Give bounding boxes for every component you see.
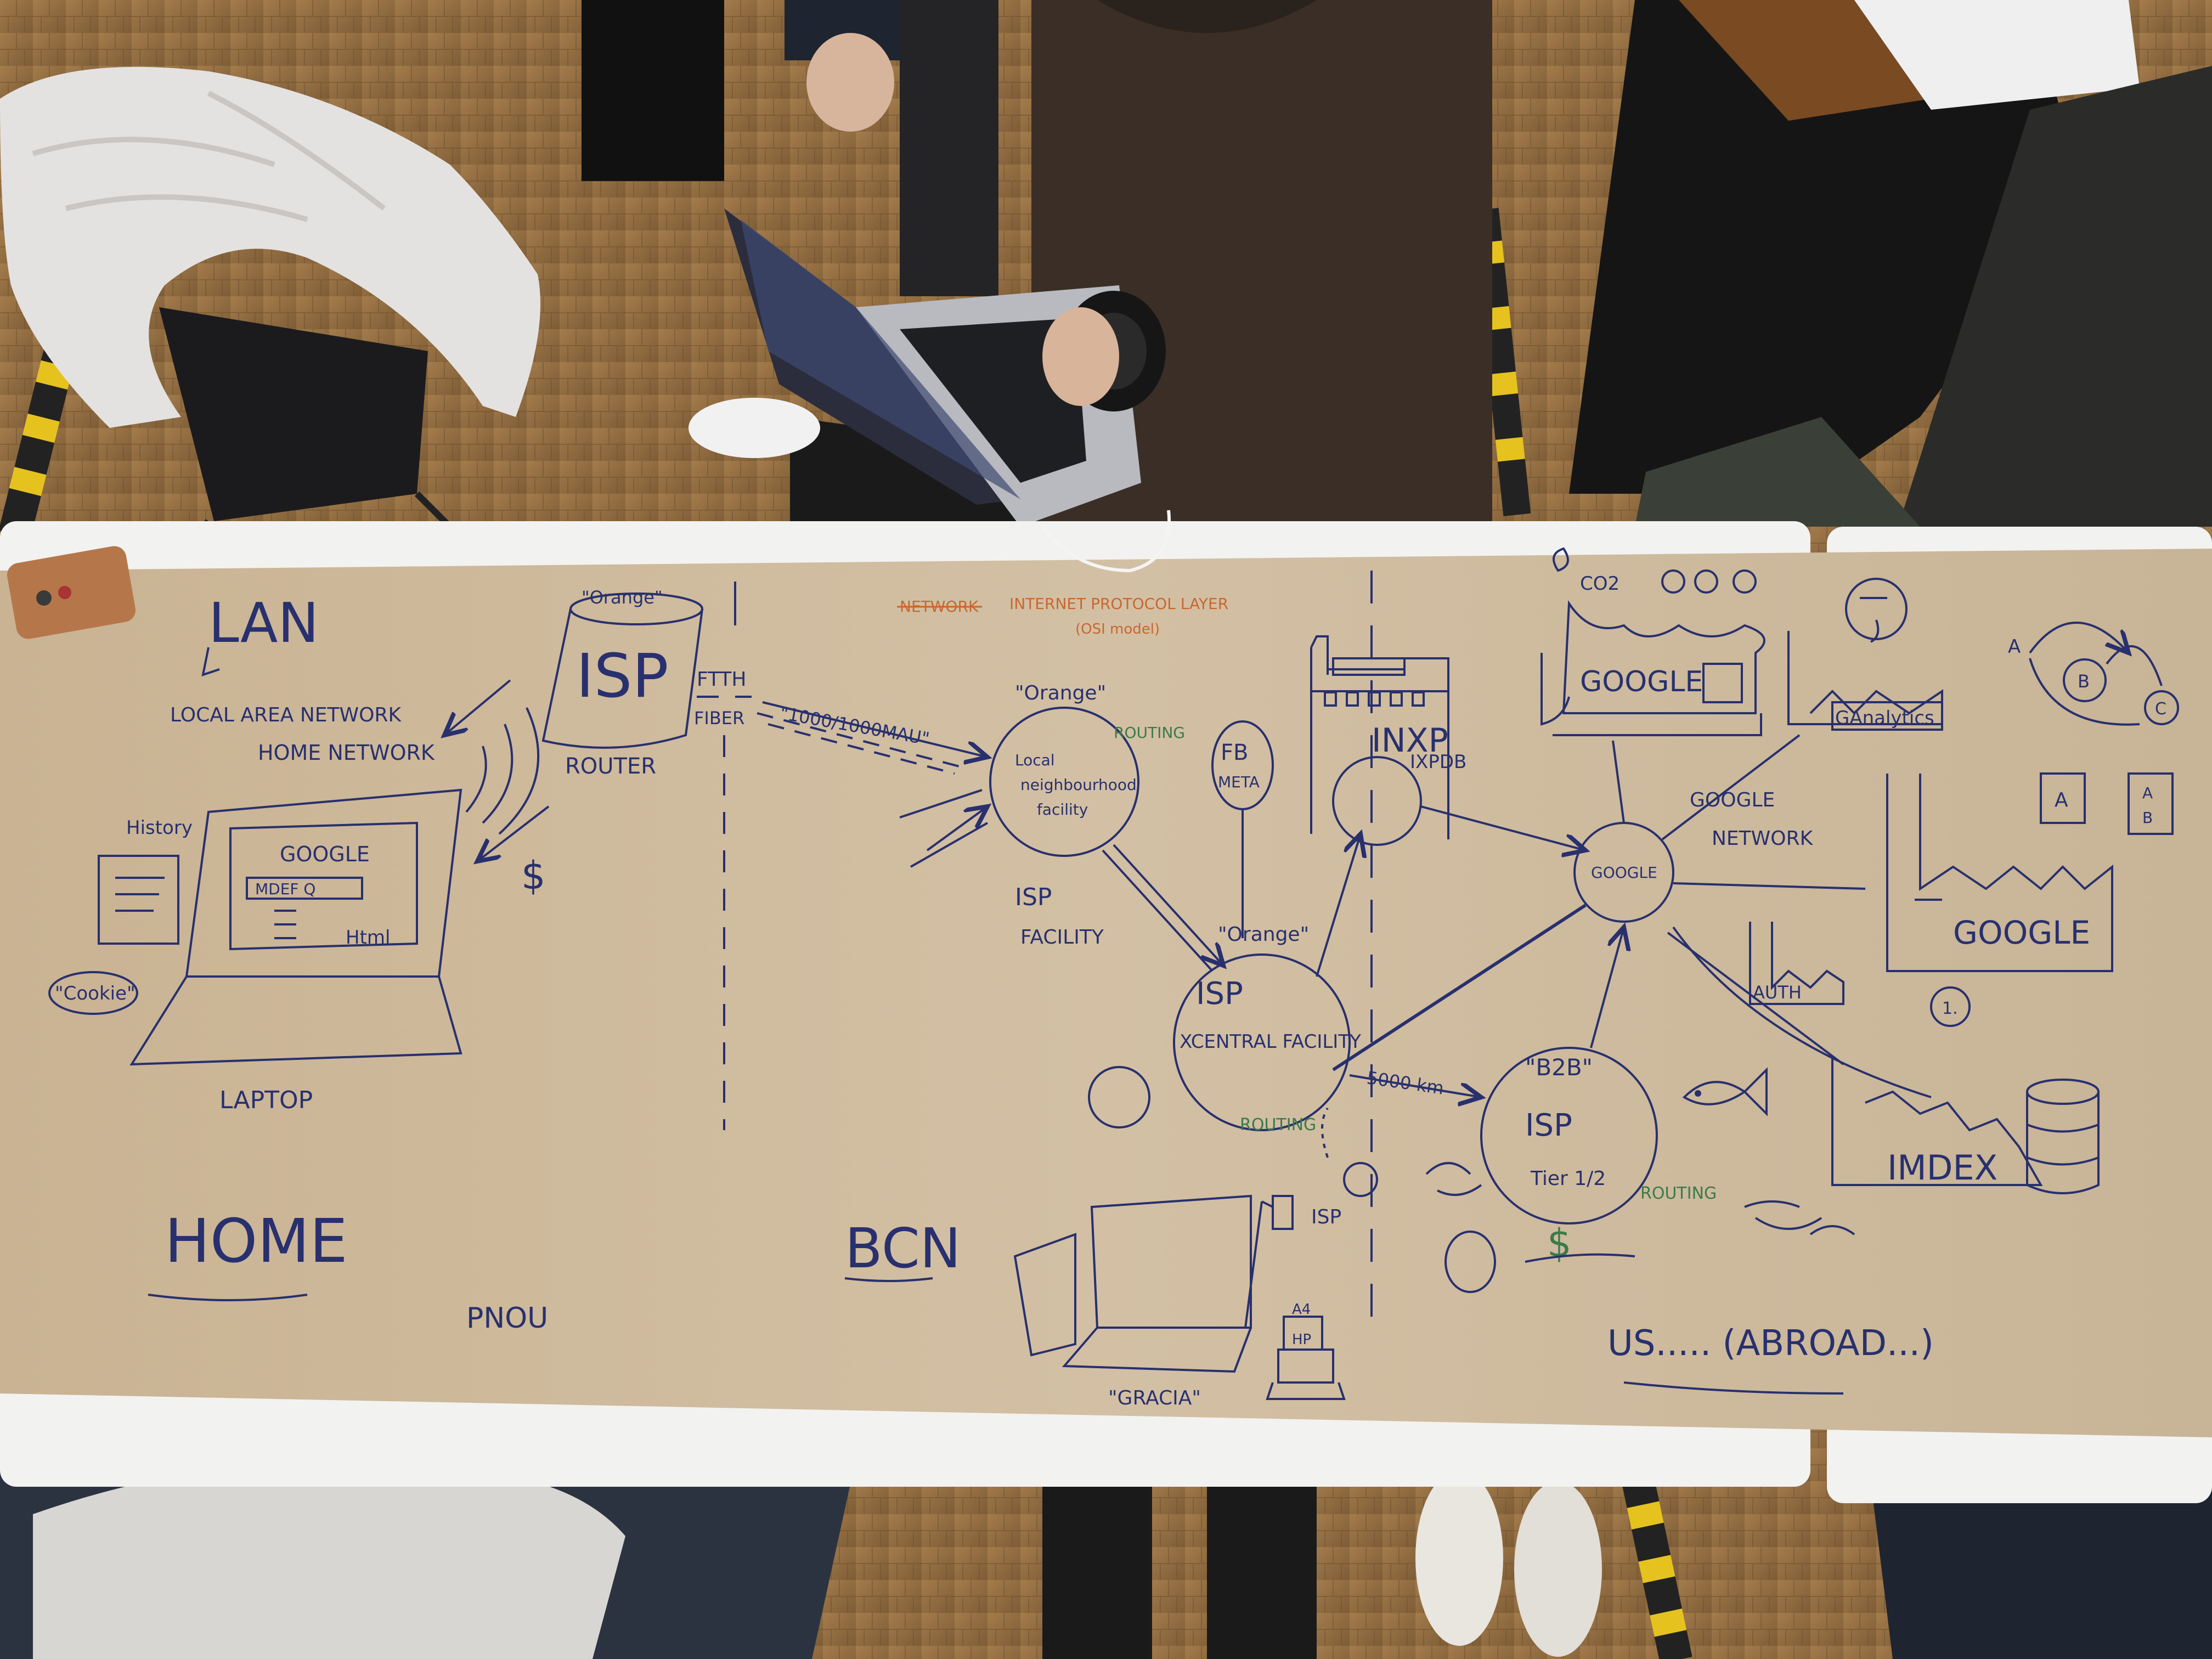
svg-text:A: A	[2142, 784, 2153, 802]
home-network-label: HOME NETWORK	[258, 741, 435, 765]
svg-text:GOOGLE: GOOGLE	[1953, 914, 2090, 951]
fiber-label: FIBER	[694, 708, 744, 729]
circle-one	[1930, 986, 1971, 1027]
analytics-building: GAnalytics	[1787, 631, 1943, 731]
local-facility-node: "Orange" Local neighbourhood facility	[989, 682, 1139, 857]
workspace-sketch: BCN "GRACIA"	[844, 1194, 1273, 1409]
svg-text:"GRACIA": "GRACIA"	[1108, 1387, 1201, 1409]
google-label-laptop: GOOGLE	[280, 842, 370, 866]
database-us	[2026, 1079, 2100, 1194]
hazard-tape-left	[0, 339, 78, 539]
person-standing-right	[1569, 0, 2212, 527]
local-area-network-label: LOCAL AREA NETWORK	[170, 704, 402, 726]
co2-label: CO2	[1580, 573, 1620, 595]
svg-text:C: C	[2155, 699, 2166, 719]
svg-text:IMDEX: IMDEX	[1887, 1148, 1997, 1188]
history-document: History	[98, 817, 193, 945]
google-dc-label: GOOGLE	[1580, 665, 1703, 698]
svg-text:ISP: ISP	[1525, 1108, 1572, 1143]
internet-protocol-layer-title: INTERNET PROTOCOL LAYER	[1009, 595, 1228, 613]
isp-facility-label: ISP	[1015, 883, 1052, 911]
ftth-label: FTTH	[697, 668, 747, 691]
svg-text:facility: facility	[1037, 800, 1088, 819]
svg-text:GOOGLE: GOOGLE	[1591, 864, 1657, 882]
orange-label-router: "Orange"	[582, 587, 663, 608]
ixpdb-label: IXPDB	[1410, 751, 1466, 773]
svg-text:A: A	[2008, 636, 2021, 658]
svg-text:Local: Local	[1015, 751, 1055, 769]
svg-text:Tier 1/2: Tier 1/2	[1530, 1167, 1606, 1190]
home-zone: LAN LOCAL AREA NETWORK HOME NETWORK Hist…	[48, 582, 752, 1335]
jacket-icon	[0, 66, 540, 428]
inxp-label: INXP	[1372, 721, 1448, 760]
cookie-bubble	[48, 971, 138, 1015]
html-label: Html	[346, 927, 390, 949]
svg-text:A4: A4	[1292, 1301, 1311, 1318]
isp-router-label: ISP	[576, 641, 669, 711]
factory-icon: INXP IXPDB	[1310, 635, 1466, 846]
routing-label-top: ROUTING	[1114, 724, 1185, 742]
fish-icon	[1682, 1067, 1768, 1116]
small-isp-node	[1343, 1162, 1378, 1197]
printer-icon: A4 HP	[1266, 1301, 1346, 1400]
routing-label-bottom: ROUTING	[1240, 1115, 1316, 1135]
svg-text:FB: FB	[1221, 740, 1248, 765]
svg-text:META: META	[1218, 773, 1260, 791]
hazard-tape-bottom	[1622, 1480, 1692, 1659]
ocean-waves	[1425, 1162, 1855, 1235]
dollar-us: $	[1547, 1221, 1572, 1266]
headphones-icon	[1042, 291, 1166, 411]
laptop-sketch: GOOGLE MDEF Q Html LAPTOP	[129, 788, 462, 1114]
svg-text:GAnalytics: GAnalytics	[1835, 707, 1934, 729]
us-zone: CO2 GOOGLE GOOGLE GOOGLE NETWORK GAnalyt…	[1425, 547, 2179, 1395]
routing-label-us: ROUTING	[1640, 1184, 1717, 1203]
svg-text:B: B	[2078, 671, 2090, 692]
osi-model-subtitle: (OSI model)	[1075, 621, 1160, 637]
wifi-icon	[465, 707, 540, 835]
phone-icon	[7, 546, 136, 639]
router-label: ROUTER	[565, 754, 656, 779]
cookie-label: "Cookie"	[55, 983, 136, 1005]
svg-text:AUTH: AUTH	[1753, 982, 1802, 1003]
database-icon: "Orange" ISP ROUTER	[541, 587, 703, 779]
b2b-isp-node: "B2B" ISP Tier 1/2	[1480, 1047, 1658, 1224]
pnou-label: PNOU	[466, 1302, 548, 1335]
svg-text:ISP: ISP	[1311, 1206, 1341, 1228]
kraft-paper	[0, 549, 2212, 1437]
box-ab	[2128, 772, 2174, 835]
svg-text:FACILITY: FACILITY	[1020, 926, 1104, 949]
svg-text:XCENTRAL FACILITY: XCENTRAL FACILITY	[1180, 1031, 1361, 1053]
svg-text:A: A	[2055, 789, 2068, 811]
lan-label: LAN	[208, 591, 319, 655]
person-seated-bottom	[0, 1437, 2212, 1659]
box-a	[2040, 772, 2086, 824]
svg-text:NETWORK: NETWORK	[1712, 827, 1814, 850]
svg-text:"Orange": "Orange"	[1218, 923, 1309, 946]
us-abroad-label: US..... (ABROAD...)	[1607, 1323, 1934, 1364]
charging-cable	[1041, 510, 1171, 573]
svg-text:B: B	[2142, 809, 2153, 827]
svg-text:History: History	[126, 817, 193, 839]
person-standing-top	[582, 0, 998, 296]
google-node: GOOGLE	[1573, 822, 1674, 923]
isp-central-node: "Orange" ISP XCENTRAL FACILITY	[1173, 923, 1361, 1131]
google-datacenter: CO2 GOOGLE	[1541, 547, 1765, 736]
svg-text:neighbourhood: neighbourhood	[1020, 776, 1137, 794]
svg-text:"Orange": "Orange"	[1015, 682, 1106, 704]
graph-diagram: A B C	[2008, 622, 2179, 726]
home-title: HOME	[165, 1206, 348, 1276]
svg-text:ISP: ISP	[1196, 976, 1243, 1012]
dollar-home: $	[521, 853, 546, 898]
auth-building: AUTH	[1749, 922, 1844, 1005]
svg-text:BCN: BCN	[845, 1216, 961, 1280]
svg-text:1.: 1.	[1942, 999, 1958, 1018]
laptop-label: LAPTOP	[219, 1086, 313, 1114]
svg-text:HP: HP	[1292, 1331, 1311, 1348]
search-box-text: MDEF Q	[255, 880, 315, 898]
google-factory: GOOGLE	[1886, 774, 2113, 972]
imdex-building: IMDEX	[1831, 1059, 2043, 1188]
svg-text:"B2B": "B2B"	[1525, 1054, 1593, 1081]
